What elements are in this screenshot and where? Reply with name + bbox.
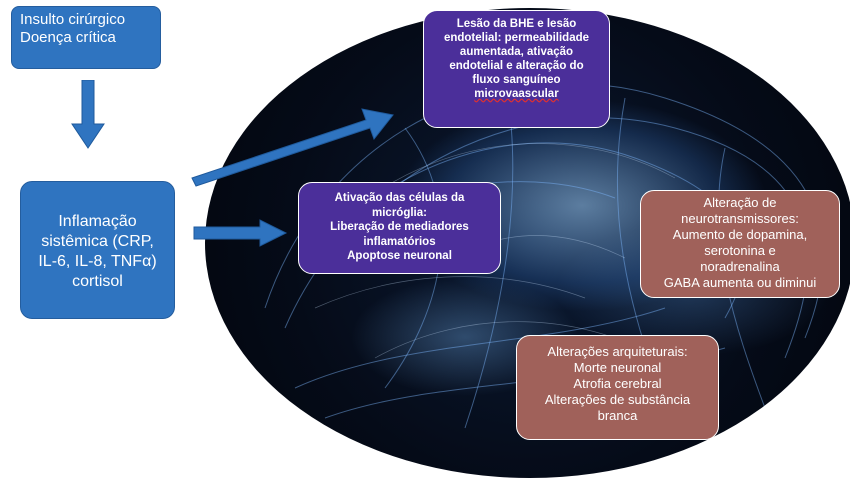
node-text-line: Lesão da BHE e lesão	[456, 18, 577, 30]
node-text-line: serotonina e	[704, 243, 776, 258]
node-text-line: Alterações de substância	[544, 392, 691, 407]
node-ativacao-microglia: Ativação das células da micróglia: Liber…	[298, 182, 501, 274]
arrow-to-microglia	[193, 219, 288, 247]
node-text-line: endotelial: permeabilidade	[443, 32, 590, 44]
node-text-line: Atrofia cerebral	[573, 376, 662, 391]
node-text-line: micróglia:	[372, 206, 427, 219]
arrow-to-bhe	[191, 108, 394, 187]
node-text-line: endotelial e alteração do	[449, 60, 584, 72]
node-text-line: neurotransmissores:	[681, 211, 799, 226]
node-inflamacao-sistemica: Inflamação sistêmica (CRP, IL-6, IL-8, T…	[20, 181, 175, 319]
node-text-line: Alterações arquiteturais:	[547, 344, 688, 359]
node-text-line: Aumento de dopamina,	[672, 227, 808, 242]
node-neurotransmissores: Alteração de neurotransmissores: Aumento…	[640, 190, 840, 298]
node-text-line: Inflamação	[58, 213, 137, 230]
node-text-line: Insulto cirúrgico	[20, 11, 126, 28]
node-text-line: Doença crítica	[20, 29, 116, 46]
node-text-line: aumentada, ativação	[459, 46, 574, 58]
node-text-line: Morte neuronal	[573, 360, 662, 375]
node-text-line: cortisol	[72, 273, 123, 290]
node-text-line: noradrenalina	[700, 259, 780, 274]
node-text-line: Liberação de mediadores	[330, 221, 469, 233]
node-insulto-cirurgico: Insulto cirúrgico Doença crítica	[11, 6, 161, 69]
node-text-line: inflamatórios	[363, 235, 436, 248]
diagram-canvas: Insulto cirúrgico Doença crítica Inflama…	[11, 6, 850, 478]
node-text-line: Alteração de	[703, 195, 777, 210]
node-text-line: IL-6, IL-8, TNFα)	[38, 253, 157, 270]
node-text-line: sistêmica (CRP,	[41, 233, 154, 250]
node-text-line: fluxo sanguíneo	[472, 74, 561, 86]
node-text-line: GABA aumenta ou diminui	[663, 275, 817, 290]
node-text-line: Ativação das células da	[334, 192, 465, 204]
node-text-line: microvaascular	[474, 88, 559, 100]
node-alteracoes-arquiteturais: Alterações arquiteturais: Morte neuronal…	[516, 335, 719, 440]
arrow-down	[71, 80, 105, 149]
node-lesao-bhe: Lesão da BHE e lesão endotelial: permeab…	[423, 10, 610, 128]
node-text-line: Apoptose neuronal	[347, 250, 452, 262]
node-text-line: branca	[597, 408, 638, 423]
